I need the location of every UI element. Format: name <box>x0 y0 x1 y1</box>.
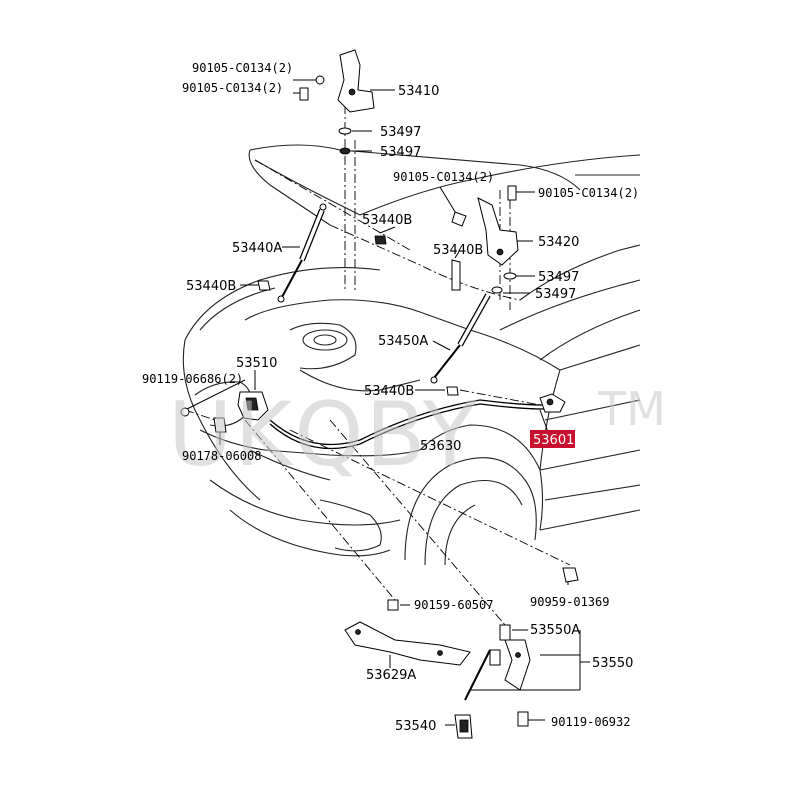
vehicle-body-outline <box>182 144 641 566</box>
callout-bushing-2: 53497 <box>380 145 421 160</box>
callout-clip-2: 90959-01369 <box>530 595 609 609</box>
bushing-washers-left <box>338 127 352 155</box>
hook-bolt <box>517 711 529 727</box>
callout-hook-a: 53550A <box>530 623 580 638</box>
callout-bolt-g: 90119-06932 <box>551 715 630 729</box>
callout-cable: 53630 <box>420 439 461 454</box>
callout-stud-4: 53440B <box>364 384 414 399</box>
callout-stud-3: 53440B <box>433 243 483 258</box>
callout-bushing-1: 53497 <box>380 125 421 140</box>
watermark-text: UKQBY <box>168 383 479 486</box>
hood-hinge-left <box>299 49 375 113</box>
callout-bushing-4: 53497 <box>535 287 576 302</box>
hood-lock <box>180 391 269 433</box>
release-cable <box>269 399 546 450</box>
callout-lever: 53601 <box>533 433 574 448</box>
watermark: UKQBY TM <box>168 382 666 486</box>
callout-bushing-3: 53497 <box>538 270 579 285</box>
callout-bolt-f: 90159-60507 <box>414 598 493 612</box>
callout-hinge-right: 53420 <box>538 235 579 250</box>
callout-strut-right: 53450A <box>378 334 428 349</box>
bracket-bolt <box>387 599 399 611</box>
callout-rod: 53540 <box>395 719 436 734</box>
hood-hook <box>489 624 531 691</box>
callout-hinge-left: 53410 <box>398 84 439 99</box>
callout-lock: 53510 <box>236 356 277 371</box>
callout-bolt-e: 90119-06686(2) <box>142 372 243 386</box>
gas-strut-right <box>430 259 491 396</box>
callout-bracket: 53629A <box>366 668 416 683</box>
lock-support-bracket <box>344 621 471 666</box>
hood-hinge-right <box>451 185 519 294</box>
callout-strut-left: 53440A <box>232 241 282 256</box>
support-rod <box>454 649 491 739</box>
callout-stud-1: 53440B <box>362 213 412 228</box>
leader-lines <box>184 79 590 726</box>
gas-strut-left <box>257 203 387 303</box>
release-lever <box>539 393 566 413</box>
callout-hook: 53550 <box>592 656 633 671</box>
watermark-tm: TM <box>597 382 666 436</box>
callout-labels: 90105-C0134(2) 90105-C0134(2) 53410 5349… <box>142 61 639 734</box>
cable-clip <box>562 567 579 583</box>
callout-bolt-d: 90105-C0134(2) <box>538 186 639 200</box>
highlight-box <box>530 430 575 448</box>
callout-bolt-c: 90105-C0134(2) <box>393 170 494 184</box>
callout-bolt-b: 90105-C0134(2) <box>182 81 283 95</box>
callout-clip-1: 90178-06008 <box>182 449 261 463</box>
callout-stud-2: 53440B <box>186 279 236 294</box>
callout-bolt-a: 90105-C0134(2) <box>192 61 293 75</box>
